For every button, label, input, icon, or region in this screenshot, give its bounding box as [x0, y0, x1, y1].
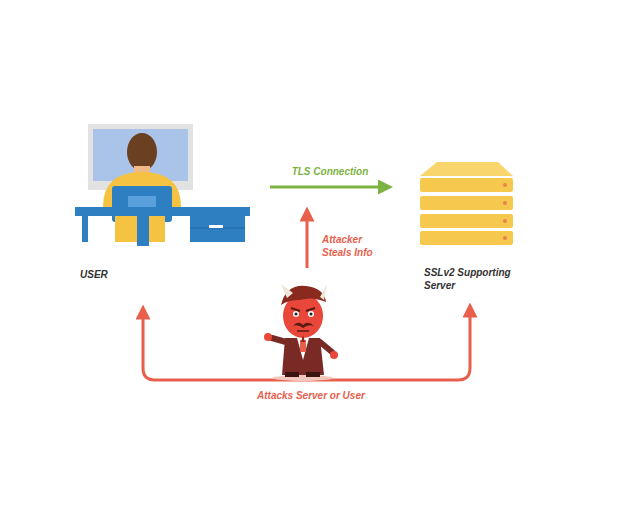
- arrow-note: Attacks Server or User: [257, 389, 397, 402]
- attack-arrows: [143, 214, 470, 380]
- user-illustration: [75, 124, 250, 246]
- attacker-figure: [264, 284, 338, 381]
- node-caption: USER: [80, 268, 200, 281]
- illustrated-node: USER: [75, 118, 270, 287]
- server-illustration: [420, 162, 513, 245]
- edge-label: TLS Connection: [290, 165, 371, 178]
- arrow-note: Attacker Steals Info: [322, 233, 392, 259]
- tls-connection-arrow: [270, 186, 390, 189]
- node-caption: SSLv2 Supporting Server: [424, 266, 520, 292]
- illustrated-node: SSLv2 Supporting Server: [390, 155, 525, 298]
